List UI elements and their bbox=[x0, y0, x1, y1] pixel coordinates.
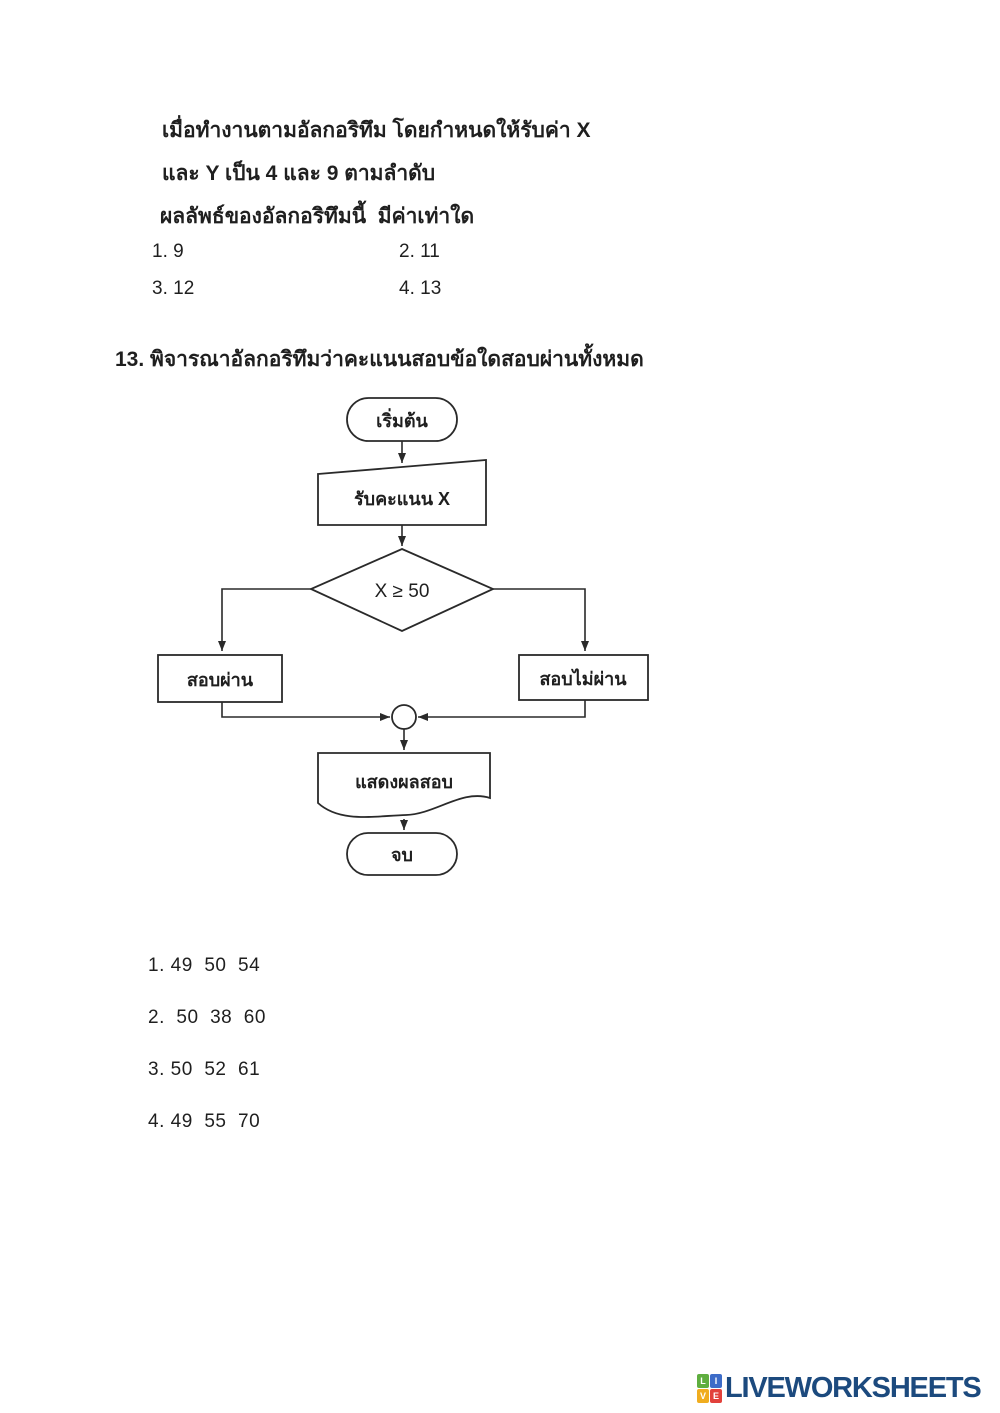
liveworksheets-logo-icon: L I V E bbox=[697, 1373, 722, 1403]
decision-diamond-shape bbox=[308, 548, 496, 632]
logo-square-e: E bbox=[710, 1388, 722, 1403]
q12-choice-3[interactable]: 3. 12 bbox=[152, 278, 195, 299]
q13-choice-3[interactable]: 3. 50 52 61 bbox=[148, 1059, 261, 1080]
q13-title: 13. พิจารณาอัลกอริทึมว่าคะแนนสอบข้อใดสอบ… bbox=[115, 348, 644, 371]
input-label: รับคะแนน X bbox=[354, 489, 450, 509]
start-label: เริ่มต้น bbox=[376, 408, 428, 431]
arrow-decision-to-fail bbox=[493, 588, 589, 651]
q12-text-line-1: เมื่อทำงานตามอัลกอริทึม โดยกำหนดให้รับค่… bbox=[162, 119, 591, 142]
logo-square-i: I bbox=[710, 1373, 722, 1388]
input-shape bbox=[317, 459, 487, 526]
arrow-fail-to-connector bbox=[418, 700, 586, 721]
decision-label: X ≥ 50 bbox=[375, 581, 430, 602]
q12-choice-2[interactable]: 2. 11 bbox=[399, 241, 440, 262]
q13-choice-4[interactable]: 4. 49 55 70 bbox=[148, 1111, 261, 1132]
q13-choice-2[interactable]: 2. 50 38 60 bbox=[148, 1007, 266, 1028]
q12-text-line-3: ผลลัพธ์ของอัลกอริทึมนี้ มีค่าเท่าใด bbox=[160, 205, 475, 228]
fail-process-shape bbox=[518, 654, 649, 701]
q12-choice-1[interactable]: 1. 9 bbox=[152, 241, 184, 262]
liveworksheets-wordmark: LIVEWORKSHEETS bbox=[725, 1372, 982, 1404]
arrow-decision-to-pass bbox=[218, 588, 311, 651]
logo-square-v: V bbox=[697, 1388, 709, 1403]
pass-process-shape bbox=[157, 654, 283, 703]
display-label: แสดงผลสอบ bbox=[355, 772, 453, 792]
display-document-shape bbox=[317, 752, 491, 818]
start-terminator-shape bbox=[346, 397, 458, 442]
pass-label: สอบผ่าน bbox=[187, 670, 254, 690]
connector-circle bbox=[391, 704, 417, 730]
logo-square-l: L bbox=[697, 1373, 709, 1388]
end-terminator-shape bbox=[346, 832, 458, 876]
end-label: จบ bbox=[391, 845, 413, 865]
flowchart-diagram: เริ่มต้น รับคะแนน X X ≥ 50 สอบผ่าน สอบไม… bbox=[157, 397, 649, 876]
fail-label: สอบไม่ผ่าน bbox=[539, 668, 627, 689]
q13-choice-1[interactable]: 1. 49 50 54 bbox=[148, 955, 261, 976]
q12-text-line-2: และ Y เป็น 4 และ 9 ตามลำดับ bbox=[162, 162, 436, 185]
arrow-pass-to-connector bbox=[221, 702, 390, 721]
q12-choice-4[interactable]: 4. 13 bbox=[399, 278, 442, 299]
liveworksheets-logo[interactable]: L I V E LIVEWORKSHEETS bbox=[697, 1372, 982, 1404]
